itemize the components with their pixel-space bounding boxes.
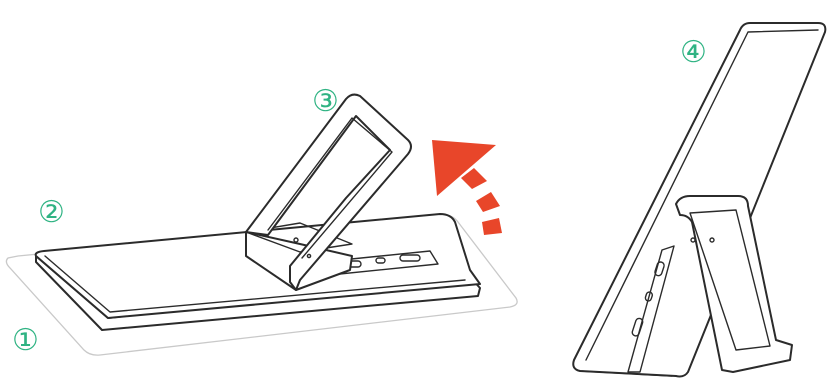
device-standing [573, 23, 825, 377]
step-label-2: ② [38, 195, 65, 230]
step-label-1: ① [12, 323, 39, 358]
step-label-3: ③ [312, 84, 339, 119]
step-label-4: ④ [680, 35, 707, 70]
